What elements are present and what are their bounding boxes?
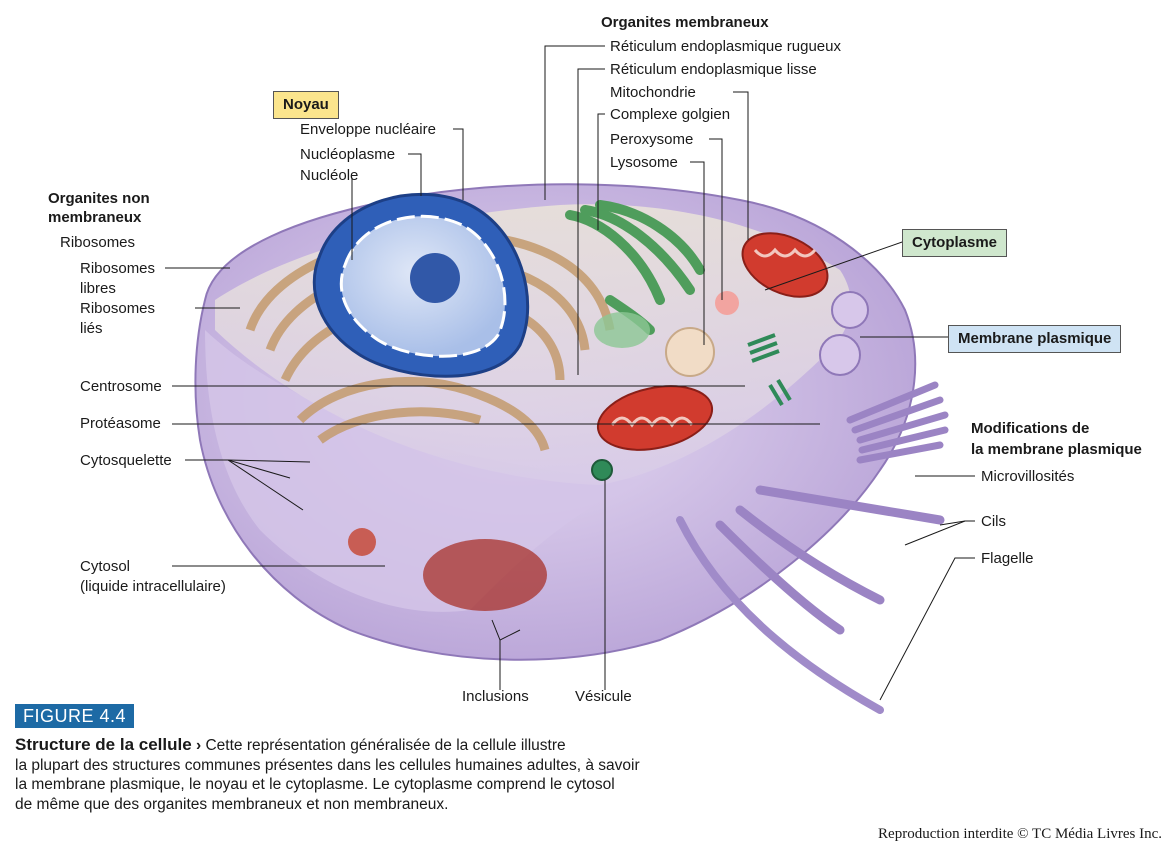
leader-lines	[165, 45, 975, 701]
label-ribosomes-lies-1: Ribosomes	[80, 300, 156, 317]
label-vesicule: Vésicule	[575, 688, 632, 705]
label-golgi: Complexe golgien	[610, 106, 731, 123]
label-proteasome: Protéasome	[80, 415, 161, 432]
label-non-membraneux-2: membraneux	[48, 209, 142, 226]
label-modifications-1: Modifications de	[971, 420, 1090, 437]
label-cytosquelette: Cytosquelette	[80, 452, 172, 469]
label-lysosome: Lysosome	[610, 154, 678, 171]
label-ribosomes-lies-2: liés	[80, 320, 103, 337]
label-ribosomes-libres-1: Ribosomes	[80, 260, 156, 277]
chevron-right-icon: ›	[196, 737, 202, 754]
caption-title: Structure de la cellule	[15, 735, 192, 754]
label-modifications-2: la membrane plasmique	[971, 441, 1142, 458]
label-cytoplasme: Cytoplasme	[902, 229, 1008, 257]
label-mitochondrie: Mitochondrie	[610, 84, 696, 101]
label-noyau: Noyau	[273, 91, 339, 119]
figure-caption: Structure de la cellule › Cette représen…	[15, 735, 735, 814]
figure-badge: FIGURE 4.4	[15, 704, 135, 728]
flagellum	[676, 516, 884, 714]
label-microvillosites: Microvillosités	[981, 468, 1075, 485]
mitochondria	[423, 232, 829, 611]
label-peroxysome: Peroxysome	[610, 131, 694, 148]
centrosome	[747, 333, 792, 407]
label-organites-membraneux: Organites membraneux	[601, 14, 769, 31]
caption-line-1: Cette représentation généralisée de la c…	[205, 737, 566, 754]
label-centrosome: Centrosome	[80, 378, 162, 395]
label-non-membraneux-1: Organites non	[48, 190, 150, 207]
label-ribosomes-libres-2: libres	[80, 280, 116, 297]
label-cytosol-2: (liquide intracellulaire)	[80, 578, 226, 595]
nucleolus	[410, 253, 460, 303]
label-cils: Cils	[981, 513, 1006, 530]
label-cytosol-1: Cytosol	[80, 558, 131, 575]
label-rer: Réticulum endoplasmique rugueux	[610, 38, 841, 55]
caption-line-4: de même que des organites membraneux et …	[15, 795, 449, 813]
label-nucleole: Nucléole	[300, 167, 359, 184]
cilia	[715, 485, 945, 635]
label-ribosomes: Ribosomes	[60, 234, 136, 251]
vesicle	[591, 459, 613, 481]
label-enveloppe-nucleaire: Enveloppe nucléaire	[300, 121, 436, 138]
label-nucleoplasme: Nucléoplasme	[300, 146, 396, 163]
copyright-notice: Reproduction interdite © TC Média Livres…	[878, 826, 1162, 842]
label-flagelle: Flagelle	[981, 550, 1034, 567]
label-membrane-plasmique: Membrane plasmique	[948, 325, 1122, 353]
caption-line-2: la plupart des structures communes prése…	[15, 756, 640, 774]
label-inclusions: Inclusions	[462, 688, 529, 705]
microvilli	[846, 381, 949, 464]
caption-line-3: la membrane plasmique, le noyau et le cy…	[15, 776, 615, 793]
peroxysome	[715, 291, 739, 315]
nucleus	[312, 192, 530, 378]
label-rel: Réticulum endoplasmique lisse	[610, 61, 817, 78]
lysosome	[665, 327, 715, 377]
